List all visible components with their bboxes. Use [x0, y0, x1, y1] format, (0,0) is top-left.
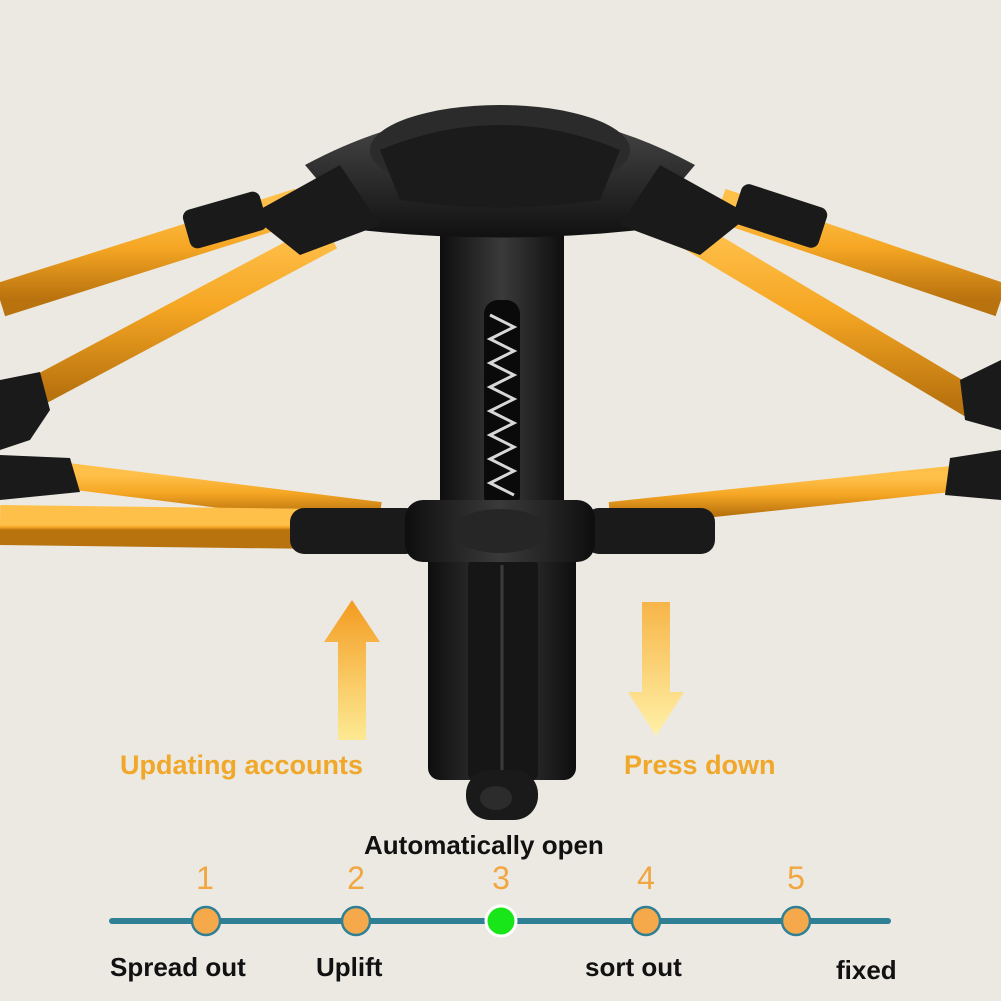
left-action-label: Updating accounts	[120, 750, 364, 780]
step-caption: fixed	[836, 955, 897, 985]
down-arrow-icon	[628, 602, 684, 736]
step-number: 3	[492, 860, 510, 896]
step-caption: sort out	[585, 952, 682, 982]
step-dot-active	[484, 904, 518, 938]
spring	[486, 313, 518, 497]
step-dot	[340, 905, 372, 937]
step-caption: Spread out	[110, 952, 246, 982]
step-caption: Uplift	[316, 952, 383, 982]
lower-hub	[290, 500, 715, 562]
step-number: 1	[196, 860, 214, 896]
right-action-label: Press down	[624, 750, 776, 780]
step-number: 5	[787, 860, 805, 896]
step-number: 2	[347, 860, 365, 896]
step-dot	[780, 905, 812, 937]
center-status-label: Automatically open	[364, 830, 604, 860]
up-arrow-icon	[324, 600, 380, 740]
step-timeline	[109, 904, 891, 938]
hub-cap	[250, 105, 750, 255]
step-number: 4	[637, 860, 655, 896]
step-dot	[630, 905, 662, 937]
side-connectors	[0, 184, 1001, 500]
central-post	[428, 200, 576, 820]
step-dot	[190, 905, 222, 937]
